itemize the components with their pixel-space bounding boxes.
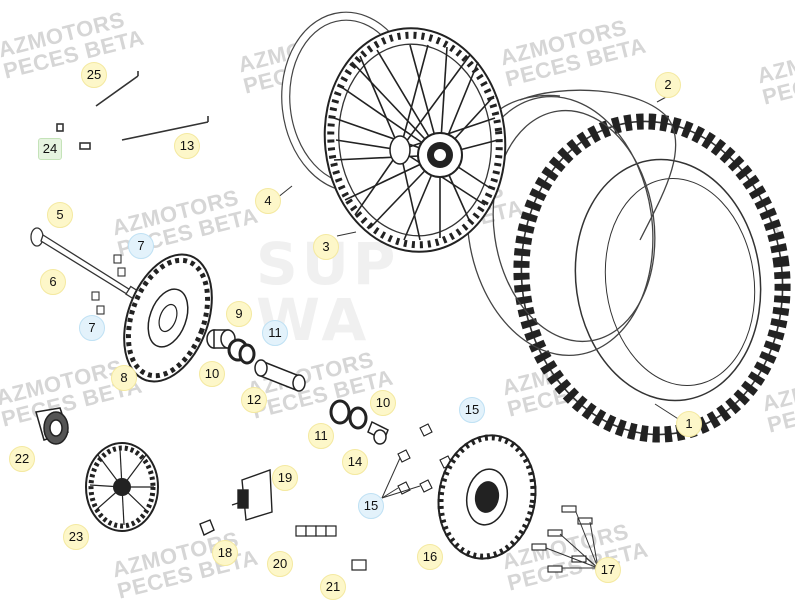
- callout-15[interactable]: 15: [358, 493, 384, 519]
- spokes-loose: [56, 71, 209, 150]
- chain-master-link: [351, 559, 367, 571]
- chain-link: [295, 525, 337, 537]
- callout-13[interactable]: 13: [174, 133, 200, 159]
- callout-6[interactable]: 6: [40, 269, 66, 295]
- brake-disc: [123, 253, 213, 383]
- callout-17[interactable]: 17: [595, 557, 621, 583]
- cush-hub: [35, 407, 69, 445]
- callout-20[interactable]: 20: [267, 551, 293, 577]
- callout-19[interactable]: 19: [272, 465, 298, 491]
- callout-8[interactable]: 8: [111, 365, 137, 391]
- callout-1[interactable]: 1: [676, 411, 702, 437]
- callout-7[interactable]: 7: [79, 315, 105, 341]
- axle: [30, 227, 139, 300]
- callout-7[interactable]: 7: [128, 233, 154, 259]
- callout-2[interactable]: 2: [655, 72, 681, 98]
- spoked-wheel: [323, 27, 507, 253]
- callout-4[interactable]: 4: [255, 188, 281, 214]
- axle-nut: [199, 519, 215, 536]
- callout-10[interactable]: 10: [199, 361, 225, 387]
- callout-12[interactable]: 12: [241, 387, 267, 413]
- rear-sprocket: [437, 434, 537, 560]
- callout-5[interactable]: 5: [47, 202, 73, 228]
- callout-21[interactable]: 21: [320, 574, 346, 600]
- callout-25[interactable]: 25: [81, 62, 107, 88]
- callout-3[interactable]: 3: [313, 234, 339, 260]
- disc-bolts: [91, 254, 126, 315]
- wheel-assembly-small: [85, 442, 159, 532]
- callout-24[interactable]: 24: [38, 138, 62, 160]
- callout-23[interactable]: 23: [63, 524, 89, 550]
- callout-15[interactable]: 15: [459, 397, 485, 423]
- tyre: [513, 113, 791, 443]
- callout-16[interactable]: 16: [417, 544, 443, 570]
- callout-9[interactable]: 9: [226, 301, 252, 327]
- callout-10[interactable]: 10: [370, 390, 396, 416]
- bearings-spacers: [206, 329, 389, 445]
- sprocket-bolts: [531, 505, 593, 573]
- callout-11[interactable]: 11: [262, 320, 288, 346]
- callout-18[interactable]: 18: [212, 540, 238, 566]
- chain-guide-block: [231, 469, 273, 521]
- callout-14[interactable]: 14: [342, 449, 368, 475]
- callout-22[interactable]: 22: [9, 446, 35, 472]
- callout-11[interactable]: 11: [308, 423, 334, 449]
